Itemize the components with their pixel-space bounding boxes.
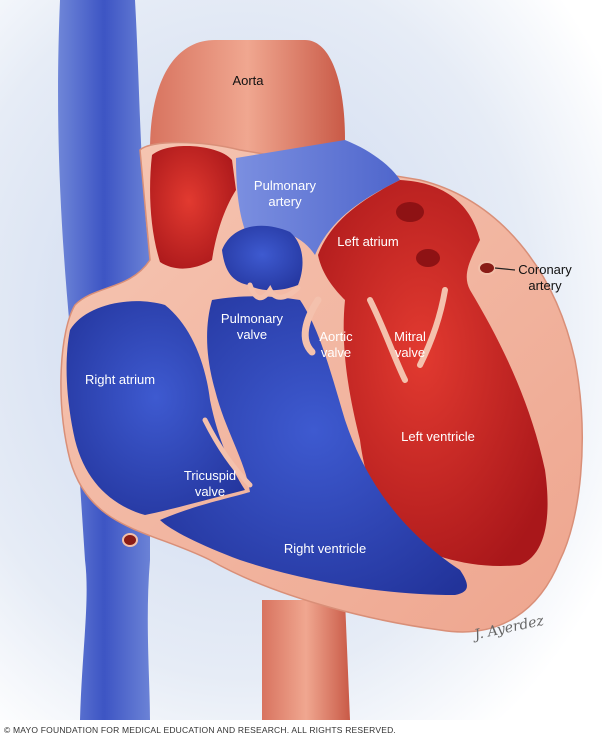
label-coronary-artery-1: Coronary — [518, 262, 572, 277]
label-aortic-valve-2: valve — [321, 345, 351, 360]
label-tricuspid-valve-1: Tricuspid — [184, 468, 236, 483]
descending-aorta — [262, 600, 350, 720]
label-right-atrium: Right atrium — [85, 372, 155, 387]
label-mitral-valve-1: Mitral — [394, 329, 426, 344]
label-pulmonary-valve-1: Pulmonary — [221, 311, 284, 326]
coronary-artery-marker — [123, 534, 137, 546]
label-coronary-artery-2: artery — [528, 278, 562, 293]
pulmonary-vein-opening — [416, 249, 440, 267]
label-left-atrium: Left atrium — [337, 234, 398, 249]
label-pulmonary-artery-2: artery — [268, 194, 302, 209]
label-mitral-valve-2: valve — [395, 345, 425, 360]
label-pulmonary-valve-2: valve — [237, 327, 267, 342]
pulmonary-vein-opening — [396, 202, 424, 222]
coronary-artery-marker — [479, 262, 495, 274]
label-left-ventricle: Left ventricle — [401, 429, 475, 444]
label-right-ventricle: Right ventricle — [284, 541, 366, 556]
label-aorta: Aorta — [232, 73, 264, 88]
copyright-notice: © MAYO FOUNDATION FOR MEDICAL EDUCATION … — [4, 725, 396, 735]
label-pulmonary-artery-1: Pulmonary — [254, 178, 317, 193]
label-tricuspid-valve-2: valve — [195, 484, 225, 499]
label-aortic-valve-1: Aortic — [319, 329, 353, 344]
